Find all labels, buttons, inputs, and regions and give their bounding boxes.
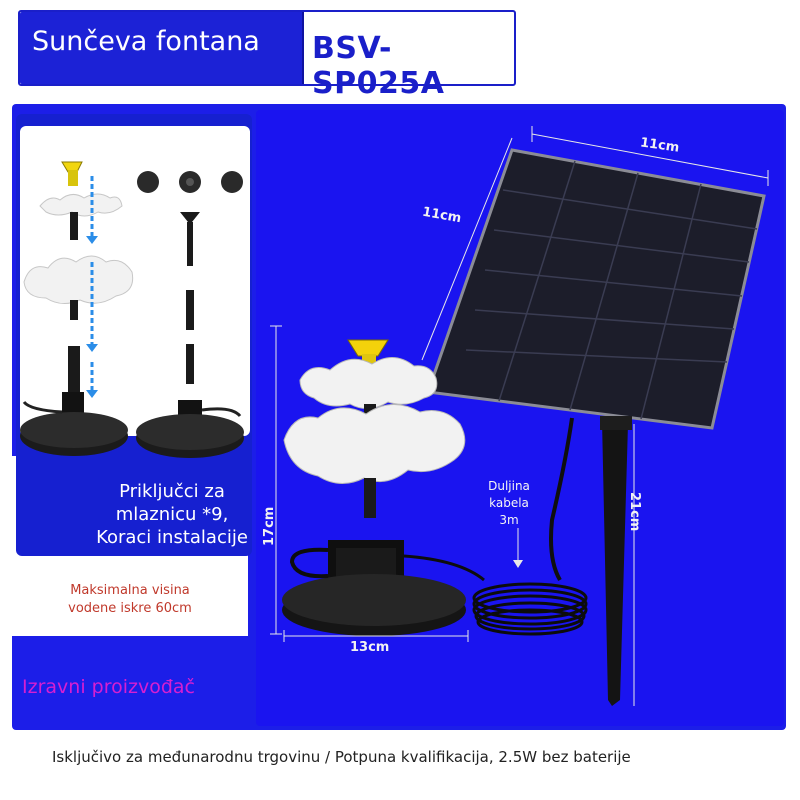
max-height-note: Maksimalna visina vodene iskre 60cm — [40, 582, 220, 618]
dimension-base-width: 13cm — [350, 640, 390, 655]
install-diagram-parts — [136, 171, 244, 458]
fountain-unit — [282, 339, 485, 636]
cable-coil — [472, 582, 588, 636]
dimension-lines — [270, 126, 769, 706]
install-caption-line1: Priključci za — [119, 481, 225, 502]
solar-panel — [425, 148, 766, 706]
header-title-block: Sunčeva fontana — [20, 12, 304, 84]
install-diagram-assembled — [20, 161, 134, 456]
product-title: Sunčeva fontana — [32, 26, 260, 57]
cable-line2: kabela — [489, 496, 529, 510]
manufacturer-label: Izravni proizvođač — [22, 676, 195, 698]
install-caption-line2: mlaznicu *9, — [115, 504, 229, 525]
install-caption: Priključci za mlaznicu *9, Koraci instal… — [92, 480, 252, 549]
footer-note: Isključivo za međunarodnu trgovinu / Pot… — [52, 748, 631, 766]
max-height-line1: Maksimalna visina — [70, 583, 190, 598]
dimension-fountain-height: 17cm — [262, 506, 277, 546]
max-height-line2: vodene iskre 60cm — [68, 601, 192, 616]
cable-length-label: Duljina kabela 3m — [478, 478, 540, 529]
cable-line1: Duljina — [488, 479, 530, 493]
dimension-stake-length: 21cm — [627, 492, 642, 532]
cable-line3: 3m — [499, 513, 519, 527]
model-number: BSV-SP025A — [312, 31, 445, 101]
header-box: Sunčeva fontana BSV-SP025A — [18, 10, 516, 101]
install-caption-line3: Koraci instalacije — [96, 527, 248, 548]
